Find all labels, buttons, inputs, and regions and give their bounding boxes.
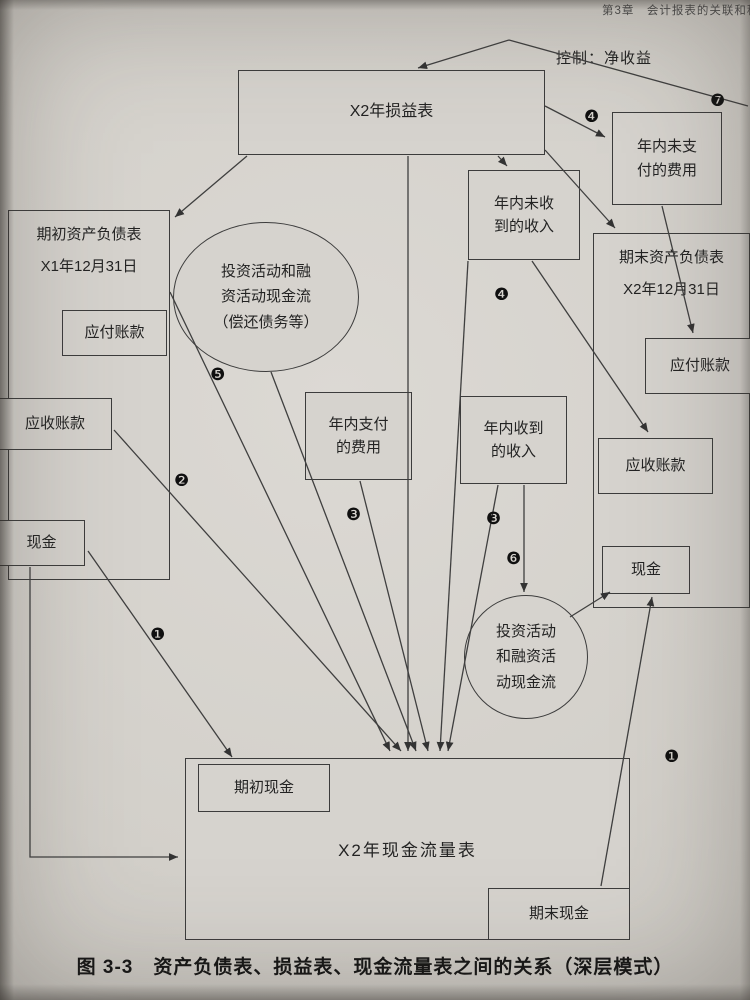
step-marker-4a: ❹	[584, 107, 600, 126]
paid-expenses-box: 年内支付的费用	[305, 392, 412, 480]
cash-flow-statement-title: X2年现金流量表	[338, 841, 477, 860]
circle-line-1: 投资活动	[495, 622, 556, 640]
ending-bs-title: 期末资产负债表	[618, 249, 724, 266]
step-marker-6: ❻	[506, 549, 522, 568]
step-marker-1b: ❶	[664, 747, 680, 766]
beginning-bs-title: 期初资产负债表	[36, 226, 142, 243]
ending-accounts-payable-box: 应付账款	[645, 338, 750, 394]
income-statement-box: X2年损益表	[238, 70, 545, 155]
beginning-cash-account-box: 现金	[0, 520, 85, 566]
ending-cash-box: 期末现金	[488, 888, 630, 940]
step-marker-2: ❷	[174, 471, 190, 490]
beginning-bs-date: X1年12月31日	[40, 258, 138, 276]
step-marker-5: ❺	[210, 365, 226, 384]
invest-finance-circle: 投资活动 和融资活 动现金流	[464, 595, 588, 719]
circle-line-3: 动现金流	[495, 673, 556, 691]
ellipse-line-1: 投资活动和融	[220, 262, 311, 280]
invest-finance-ellipse: 投资活动和融 资活动现金流 （偿还债务等）	[173, 222, 359, 372]
ending-bs-date: X2年12月31日	[623, 281, 720, 299]
beginning-accounts-receivable-box: 应收账款	[0, 398, 112, 450]
circle-line-2: 和融资活	[495, 648, 556, 666]
step-marker-4b: ❹	[494, 285, 510, 304]
beginning-cash-box: 期初现金	[198, 764, 330, 812]
unreceived-revenue-box: 年内未收到的收入	[468, 170, 580, 260]
step-marker-3a: ❸	[346, 505, 362, 524]
page-header: 第3章 会计报表的关联和程	[602, 5, 750, 17]
step-marker-7: ❼	[710, 91, 726, 110]
ellipse-line-2: 资活动现金流	[220, 288, 311, 306]
ending-accounts-receivable-box: 应收账款	[598, 438, 713, 494]
ellipse-line-3: （偿还债务等）	[213, 313, 319, 331]
figure-caption: 图 3-3 资产负债表、损益表、现金流量表之间的关系（深层模式）	[76, 957, 674, 978]
step-marker-3b: ❸	[486, 509, 502, 528]
control-net-income-label: 控制：净收益	[556, 50, 653, 67]
unpaid-expenses-box: 年内未支付的费用	[612, 112, 722, 205]
beginning-accounts-payable-box: 应付账款	[62, 310, 167, 356]
step-marker-1a: ❶	[150, 625, 166, 644]
received-revenue-box: 年内收到的收入	[460, 396, 567, 484]
ending-cash-account-box: 现金	[602, 546, 690, 594]
